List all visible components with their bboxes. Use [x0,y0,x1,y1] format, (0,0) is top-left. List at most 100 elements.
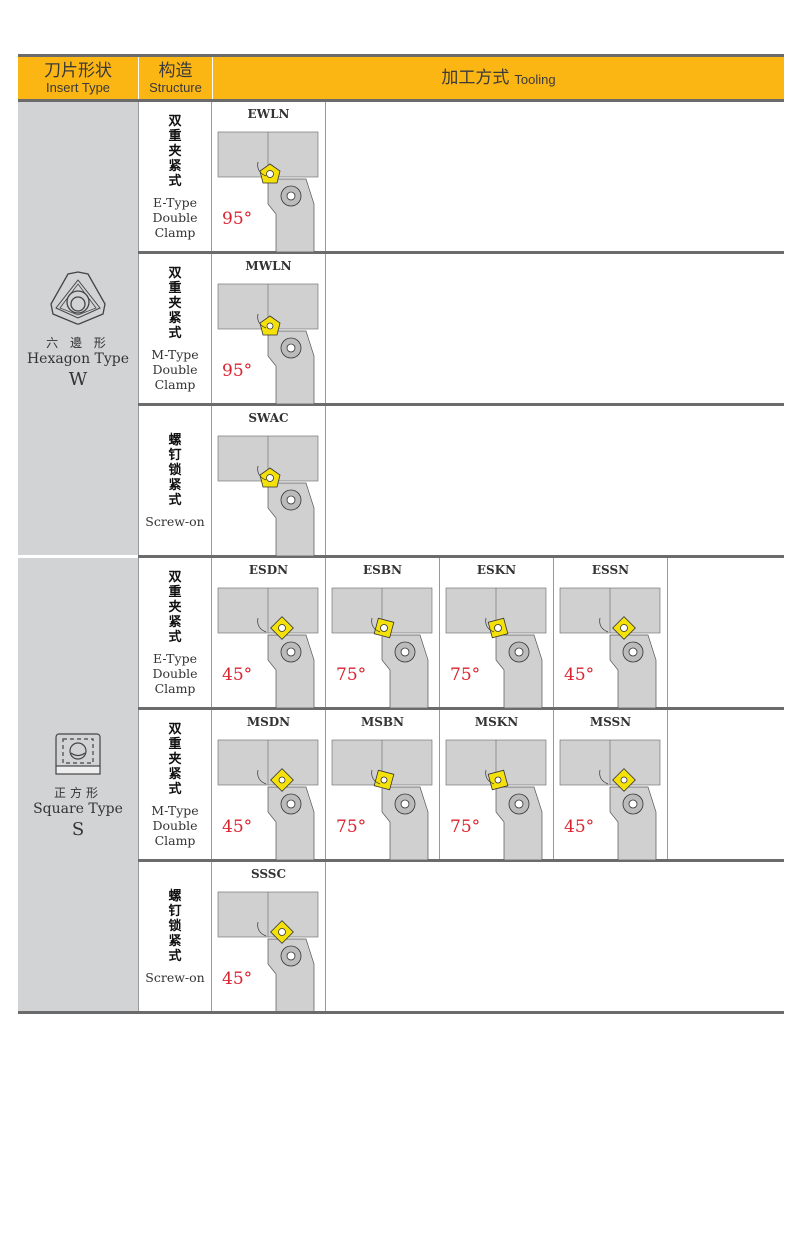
insert-type-code: W [68,368,88,390]
toolholder-diagram-icon [445,587,547,708]
structure-en-line: Clamp [154,224,196,240]
tool-cell-msbn: MSBN 75° [326,710,440,860]
structure-en-line: M-Type [151,802,199,818]
tool-code: ESBN [363,563,402,577]
toolholder-diagram-icon [331,587,433,708]
table-bottom-rule [18,1011,784,1014]
table-top-rule [18,54,784,57]
structure-zh: 螺钉锁紧式 [168,432,182,508]
table-header: 刀片形状 Insert Type 构造 Structure 加工方式 Tooli… [18,57,784,99]
header-structure-en: Structure [149,79,202,95]
tool-cell-mwln: MWLN 95° [212,254,326,404]
tool-cell-sssc: SSSC 45° [212,862,326,1012]
structure-cell: 螺钉锁紧式 Screw-on [138,406,212,555]
tool-code: EWLN [247,107,290,121]
structure-en-line: Clamp [154,832,196,848]
square-insert-icon [55,732,101,775]
header-tooling-zh: 加工方式 [441,67,510,88]
hexagon-insert-icon [50,270,106,325]
approach-angle: 75° [336,665,367,685]
tool-code: MSDN [246,715,291,729]
structure-en-line: Clamp [154,680,196,696]
approach-angle: 95° [222,361,253,381]
toolholder-diagram-icon [559,739,661,860]
header-tooling-en: Tooling [514,71,556,87]
structure-en-line: Screw-on [145,969,205,985]
table-row: 螺钉锁紧式 Screw-on SWAC [138,406,784,558]
header-insert-type-en: Insert Type [45,79,111,95]
header-tooling: 加工方式 Tooling [213,57,784,99]
tool-code: ESDN [248,563,289,577]
tool-code: SSSC [250,867,287,881]
tool-cell-mssn: MSSN 45° [554,710,668,860]
tool-code: MSKN [474,715,519,729]
toolholder-diagram-icon [217,283,319,404]
structure-zh: 双重夹紧式 [168,721,182,797]
toolholder-diagram-icon [445,739,547,860]
insert-type-en: Square Type [33,800,123,817]
header-divider [212,57,213,99]
structure-en-line: Double [152,209,198,225]
tool-cell-mskn: MSKN 75° [440,710,554,860]
tool-cell-eskn: ESKN 75° [440,558,554,708]
tool-cell-essn: ESSN 45° [554,558,668,708]
structure-zh: 双重夹紧式 [168,265,182,341]
insert-type-zh: 正方形 [53,785,102,800]
table-row: 螺钉锁紧式 Screw-on SSSC 45° [138,862,784,1014]
tool-code: MSSN [589,715,632,729]
tool-cell-swac: SWAC [212,406,326,556]
toolholder-diagram-icon [217,435,319,556]
structure-en-line: Double [152,665,198,681]
toolholder-diagram-icon [217,131,319,252]
approach-angle: 75° [450,665,481,685]
toolholder-diagram-icon [559,587,661,708]
insert-type-zh: 六 邊 形 [46,335,110,350]
insert-type-code: S [71,818,85,840]
structure-en-line: Double [152,817,198,833]
tool-code: MSBN [360,715,405,729]
approach-angle: 75° [450,817,481,837]
tool-cell-ewln: EWLN 95° [212,102,326,252]
structure-zh: 双重夹紧式 [168,113,182,189]
structure-en-line: M-Type [151,346,199,362]
structure-zh: 螺钉锁紧式 [168,888,182,964]
structure-en-line: Double [152,361,198,377]
approach-angle: 45° [564,665,595,685]
insert-type-en: Hexagon Type [26,350,130,367]
structure-en-line: E-Type [153,194,197,210]
approach-angle: 95° [222,209,253,229]
header-structure: 构造 Structure [139,57,212,99]
approach-angle: 45° [222,969,253,989]
tool-code: ESSN [591,563,630,577]
tool-code: ESKN [476,563,517,577]
header-insert-type-zh: 刀片形状 [44,60,112,81]
approach-angle: 75° [336,817,367,837]
header-divider [138,57,139,99]
approach-angle: 45° [222,817,253,837]
toolholder-diagram-icon [217,739,319,860]
header-insert-type: 刀片形状 Insert Type [18,57,138,99]
structure-en-line: E-Type [153,650,197,666]
toolholder-diagram-icon [331,739,433,860]
toolholder-diagram-icon [217,891,319,1012]
approach-angle: 45° [222,665,253,685]
tool-code: SWAC [248,411,289,425]
approach-angle: 45° [564,817,595,837]
structure-zh: 双重夹紧式 [168,569,182,645]
structure-cell: 螺钉锁紧式 Screw-on [138,862,212,1011]
tool-cell-esbn: ESBN 75° [326,558,440,708]
header-bottom-rule [18,99,784,102]
tool-code: MWLN [245,259,292,273]
structure-en-line: Screw-on [145,513,205,529]
header-structure-zh: 构造 [158,60,193,81]
